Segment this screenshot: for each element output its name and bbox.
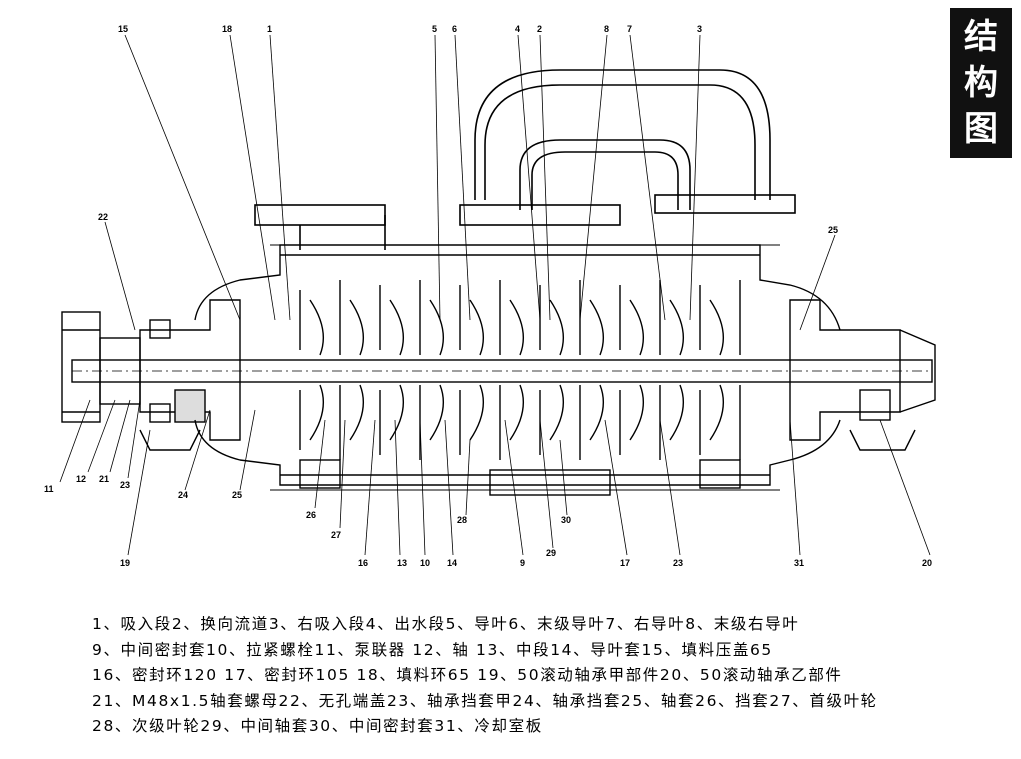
title-badge: 结 构 图 [950,8,1012,158]
callout-label: 4 [515,24,520,34]
callout-label: 30 [561,515,571,525]
crossover-pipe [254,69,796,250]
callout-label: 14 [447,558,457,568]
callout-label: 12 [76,474,86,484]
callout-label: 20 [922,558,932,568]
callout-label: 6 [452,24,457,34]
legend-line: 1、吸入段2、换向流道3、右吸入段4、出水段5、导叶6、末级导叶7、右导叶8、末… [92,615,800,633]
pump-casing [194,244,841,496]
callout-label: 3 [697,24,702,34]
callout-label: 16 [358,558,368,568]
title-char: 结 [964,17,998,57]
callout-label: 1 [267,24,272,34]
callout-label: 22 [98,212,108,222]
callout-label: 29 [546,548,556,558]
left-bearing-housing [139,299,241,451]
callout-label: 24 [178,490,188,500]
legend-line: 9、中间密封套10、拉紧螺栓11、泵联器 12、轴 13、中段14、导叶套15、… [92,640,773,659]
callout-label: 17 [620,558,630,568]
shaft [71,359,933,383]
callout-label: 23 [120,480,130,490]
callout-label: 19 [120,558,130,568]
callout-labels: 15 18 1 5 6 4 2 8 7 3 22 25 11 12 21 23 … [44,24,932,568]
right-bearing-housing [789,299,936,451]
impeller-stages [299,280,741,460]
callout-label: 31 [794,558,804,568]
callout-label: 23 [673,558,683,568]
callout-label: 26 [306,510,316,520]
callout-label: 21 [99,474,109,484]
tie-rods [270,244,780,491]
callout-label: 13 [397,558,407,568]
legend-line: 16、密封环120 17、密封环105 18、填料环65 19、50滚动轴承甲部… [92,666,843,684]
callout-label: 27 [331,530,341,540]
title-char: 构 [964,63,998,103]
callout-label: 25 [232,490,242,500]
callout-label: 5 [432,24,437,34]
legend-line: 28、次级叶轮29、中间轴套30、中间密封套31、冷却室板 [92,717,543,735]
callout-label: 8 [604,24,609,34]
callout-label: 10 [420,558,430,568]
callout-label: 2 [537,24,542,34]
callout-label: 11 [44,484,54,494]
callout-label: 28 [457,515,467,525]
legend-line: 21、M48x1.5轴套螺母22、无孔端盖23、轴承挡套甲24、轴承挡套25、轴… [92,691,878,710]
pump-structure-drawing: 15 18 1 5 6 4 2 8 7 3 22 25 11 12 21 23 … [44,24,936,568]
callout-label: 9 [520,558,525,568]
callout-label: 18 [222,24,232,34]
callout-label: 7 [627,24,632,34]
title-char: 图 [964,109,998,149]
callout-label: 15 [118,24,128,34]
callout-label: 25 [828,225,838,235]
parts-legend: 1、吸入段2、换向流道3、右吸入段4、出水段5、导叶6、末级导叶7、右导叶8、末… [92,612,992,740]
leader-lines [59,34,931,556]
